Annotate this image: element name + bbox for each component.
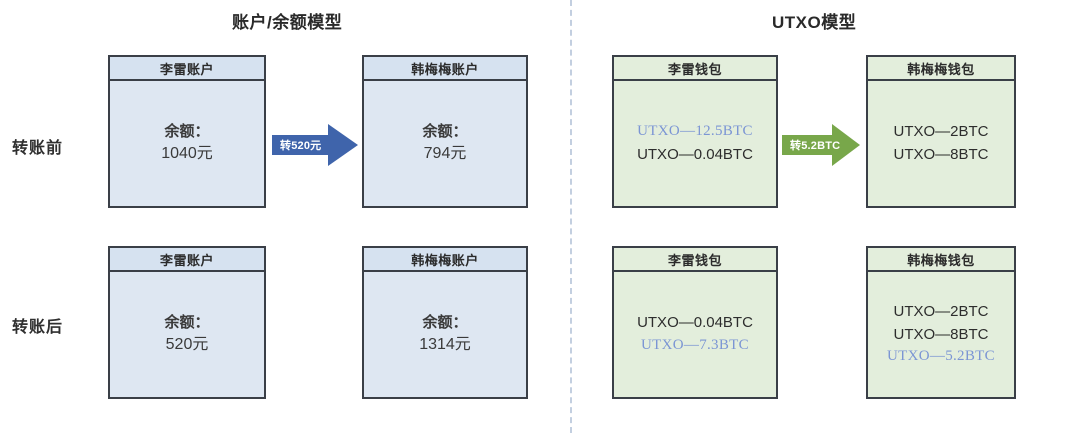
utxo-entry: UTXO—2BTC <box>893 123 989 141</box>
balance-value: 1040元 <box>161 145 213 163</box>
row-label-before-transfer: 转账前 <box>12 140 64 157</box>
box-header: 韩梅梅账户 <box>364 57 526 81</box>
panel-divider <box>570 0 572 433</box>
utxo-entry: UTXO—8BTC <box>893 325 989 343</box>
utxo-box-sender-before: 李雷钱包 UTXO—12.5BTC UTXO—0.04BTC <box>612 55 778 208</box>
box-header: 李雷钱包 <box>614 248 776 272</box>
box-body: 余额： 1040元 <box>110 81 264 206</box>
balance-value: 520元 <box>165 336 209 354</box>
box-body: 余额： 520元 <box>110 272 264 397</box>
box-header: 李雷账户 <box>110 248 264 272</box>
utxo-box-receiver-after: 韩梅梅钱包 UTXO—2BTC UTXO—8BTC UTXO—5.2BTC <box>866 246 1016 399</box>
panel-title-account-model: 账户/余额模型 <box>232 13 343 32</box>
box-header: 李雷账户 <box>110 57 264 81</box>
box-header: 韩梅梅钱包 <box>868 57 1014 81</box>
balance-label: 余额： <box>422 314 468 332</box>
balance-value: 1314元 <box>419 336 471 354</box>
balance-label: 余额： <box>422 123 468 141</box>
box-body: 余额： 1314元 <box>364 272 526 397</box>
utxo-box-receiver-before: 韩梅梅钱包 UTXO—2BTC UTXO—8BTC <box>866 55 1016 208</box>
row-label-after-transfer: 转账后 <box>12 319 64 336</box>
utxo-entry-highlighted: UTXO—5.2BTC <box>887 348 995 365</box>
account-box-sender-before: 李雷账户 余额： 1040元 <box>108 55 266 208</box>
utxo-entry: UTXO—0.04BTC <box>637 146 753 163</box>
box-body: UTXO—0.04BTC UTXO—7.3BTC <box>614 272 776 397</box>
box-body: 余额： 794元 <box>364 81 526 206</box>
balance-value: 794元 <box>423 145 467 163</box>
transfer-arrow-account: 转520元 <box>272 124 358 166</box>
box-body: UTXO—2BTC UTXO—8BTC UTXO—5.2BTC <box>868 272 1014 397</box>
account-box-receiver-before: 韩梅梅账户 余额： 794元 <box>362 55 528 208</box>
account-box-receiver-after: 韩梅梅账户 余额： 1314元 <box>362 246 528 399</box>
box-header: 韩梅梅账户 <box>364 248 526 272</box>
box-body: UTXO—2BTC UTXO—8BTC <box>868 81 1014 206</box>
account-box-sender-after: 李雷账户 余额： 520元 <box>108 246 266 399</box>
utxo-entry: UTXO—0.04BTC <box>637 314 753 332</box>
balance-label: 余额： <box>164 123 210 141</box>
utxo-entry: UTXO—2BTC <box>893 302 989 320</box>
utxo-entry-highlighted: UTXO—7.3BTC <box>641 337 749 353</box>
utxo-box-sender-after: 李雷钱包 UTXO—0.04BTC UTXO—7.3BTC <box>612 246 778 399</box>
utxo-entry: UTXO—8BTC <box>893 146 989 163</box>
box-header: 李雷钱包 <box>614 57 776 81</box>
box-body: UTXO—12.5BTC UTXO—0.04BTC <box>614 81 776 206</box>
panel-title-utxo-model: UTXO模型 <box>772 13 857 32</box>
box-header: 韩梅梅钱包 <box>868 248 1014 272</box>
utxo-entry-highlighted: UTXO—12.5BTC <box>637 123 753 140</box>
transfer-arrow-utxo: 转5.2BTC <box>782 124 860 166</box>
balance-label: 余额： <box>164 314 210 332</box>
